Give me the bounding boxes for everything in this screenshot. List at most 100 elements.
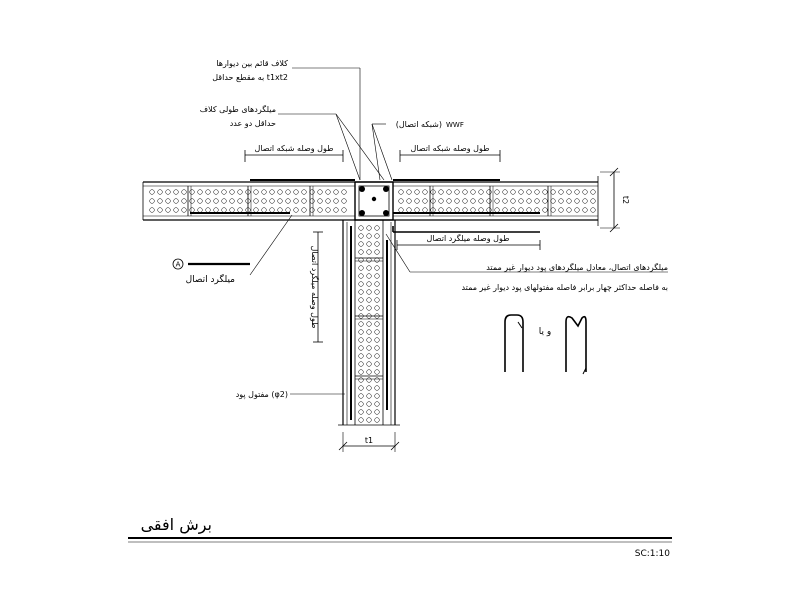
legend-marker-circle	[172, 258, 184, 270]
eps-circle	[358, 417, 364, 423]
eps-circle	[253, 189, 259, 195]
eps-circle	[438, 207, 444, 213]
eps-circle	[470, 198, 476, 204]
eps-circle	[149, 189, 155, 195]
eps-circle	[269, 198, 275, 204]
eps-circle	[358, 225, 364, 231]
eps-circle	[558, 189, 564, 195]
eps-circle	[454, 207, 460, 213]
eps-circle	[582, 189, 588, 195]
eps-circle	[478, 189, 484, 195]
eps-circle	[189, 198, 195, 204]
eps-circle	[358, 329, 364, 335]
or-text: و یا	[539, 327, 551, 337]
eps-circle	[374, 257, 380, 263]
eps-circle	[317, 189, 323, 195]
eps-circle	[358, 265, 364, 271]
eps-circle	[502, 207, 508, 213]
eps-circle	[358, 233, 364, 239]
eps-circle	[486, 207, 492, 213]
eps-circle	[309, 189, 315, 195]
rebar-dot	[383, 186, 389, 192]
eps-circle	[221, 189, 227, 195]
eps-circle	[366, 249, 372, 255]
eps-circle	[374, 393, 380, 399]
tie-beam-label-2: به مقطع حداقل t1xt2	[212, 73, 288, 82]
eps-circle	[149, 198, 155, 204]
eps-circle	[406, 207, 412, 213]
eps-circle	[293, 189, 299, 195]
eps-circle	[253, 207, 259, 213]
eps-circle	[205, 207, 211, 213]
eps-circle	[374, 313, 380, 319]
eps-circle	[534, 207, 540, 213]
eps-circle	[157, 198, 163, 204]
eps-circle	[510, 189, 516, 195]
eps-circle	[358, 401, 364, 407]
eps-circle	[341, 189, 347, 195]
eps-circle	[534, 198, 540, 204]
eps-circle	[269, 207, 275, 213]
eps-circle	[358, 249, 364, 255]
eps-circle	[301, 189, 307, 195]
eps-circle	[550, 189, 556, 195]
eps-circle	[526, 207, 532, 213]
eps-circle	[181, 189, 187, 195]
eps-circle	[366, 265, 372, 271]
eps-circle	[478, 207, 484, 213]
eps-circle	[205, 198, 211, 204]
eps-circle	[558, 198, 564, 204]
eps-circle	[157, 207, 163, 213]
note-line-1: میلگردهای اتصال، معادل میلگردهای پود دیو…	[486, 262, 668, 272]
eps-circle	[165, 198, 171, 204]
eps-circle	[333, 207, 339, 213]
eps-circle	[325, 189, 331, 195]
rebar-lap-vertical-label: طول وصله میلگرد اتصال	[310, 246, 320, 329]
eps-circle	[358, 369, 364, 375]
eps-circle	[526, 189, 532, 195]
eps-circle	[366, 401, 372, 407]
rebar-lap-horizontal-label: طول وصله میلگرد اتصال	[427, 233, 510, 243]
eps-circle	[237, 198, 243, 204]
eps-circle	[253, 198, 259, 204]
mesh-lap-left-label: طول وصله شبکه اتصال	[255, 144, 334, 153]
eps-circle	[430, 207, 436, 213]
eps-circle	[446, 198, 452, 204]
eps-circle	[285, 207, 291, 213]
eps-circle	[366, 353, 372, 359]
eps-circle	[374, 225, 380, 231]
eps-circle	[293, 207, 299, 213]
eps-circle	[534, 189, 540, 195]
eps-circle	[590, 207, 596, 213]
eps-circle	[229, 207, 235, 213]
eps-circle	[333, 189, 339, 195]
eps-circle	[478, 198, 484, 204]
eps-circle	[358, 377, 364, 383]
note-line-2: به فاصله حداکثر چهار برابر فاصله مفتولها…	[461, 283, 668, 292]
eps-circle	[358, 353, 364, 359]
vertical-wall-eps-circles	[358, 225, 380, 423]
annotations: کلاف قائم بین دیوارها به مقطع حداقل t1xt…	[200, 59, 668, 445]
eps-circle	[486, 189, 492, 195]
eps-circle	[358, 297, 364, 303]
eps-circle	[366, 313, 372, 319]
eps-circle	[358, 313, 364, 319]
dimension-t2: t2	[621, 196, 630, 204]
eps-circle	[366, 377, 372, 383]
eps-circle	[494, 207, 500, 213]
eps-circle	[245, 207, 251, 213]
eps-circle	[285, 189, 291, 195]
eps-circle	[590, 189, 596, 195]
eps-circle	[189, 189, 195, 195]
eps-circle	[261, 198, 267, 204]
eps-circle	[213, 198, 219, 204]
eps-circle	[558, 207, 564, 213]
eps-circle	[245, 198, 251, 204]
eps-circle	[374, 249, 380, 255]
eps-circle	[454, 189, 460, 195]
eps-circle	[358, 241, 364, 247]
eps-circle	[494, 189, 500, 195]
eps-circle	[213, 189, 219, 195]
rebar-dot	[371, 196, 377, 202]
